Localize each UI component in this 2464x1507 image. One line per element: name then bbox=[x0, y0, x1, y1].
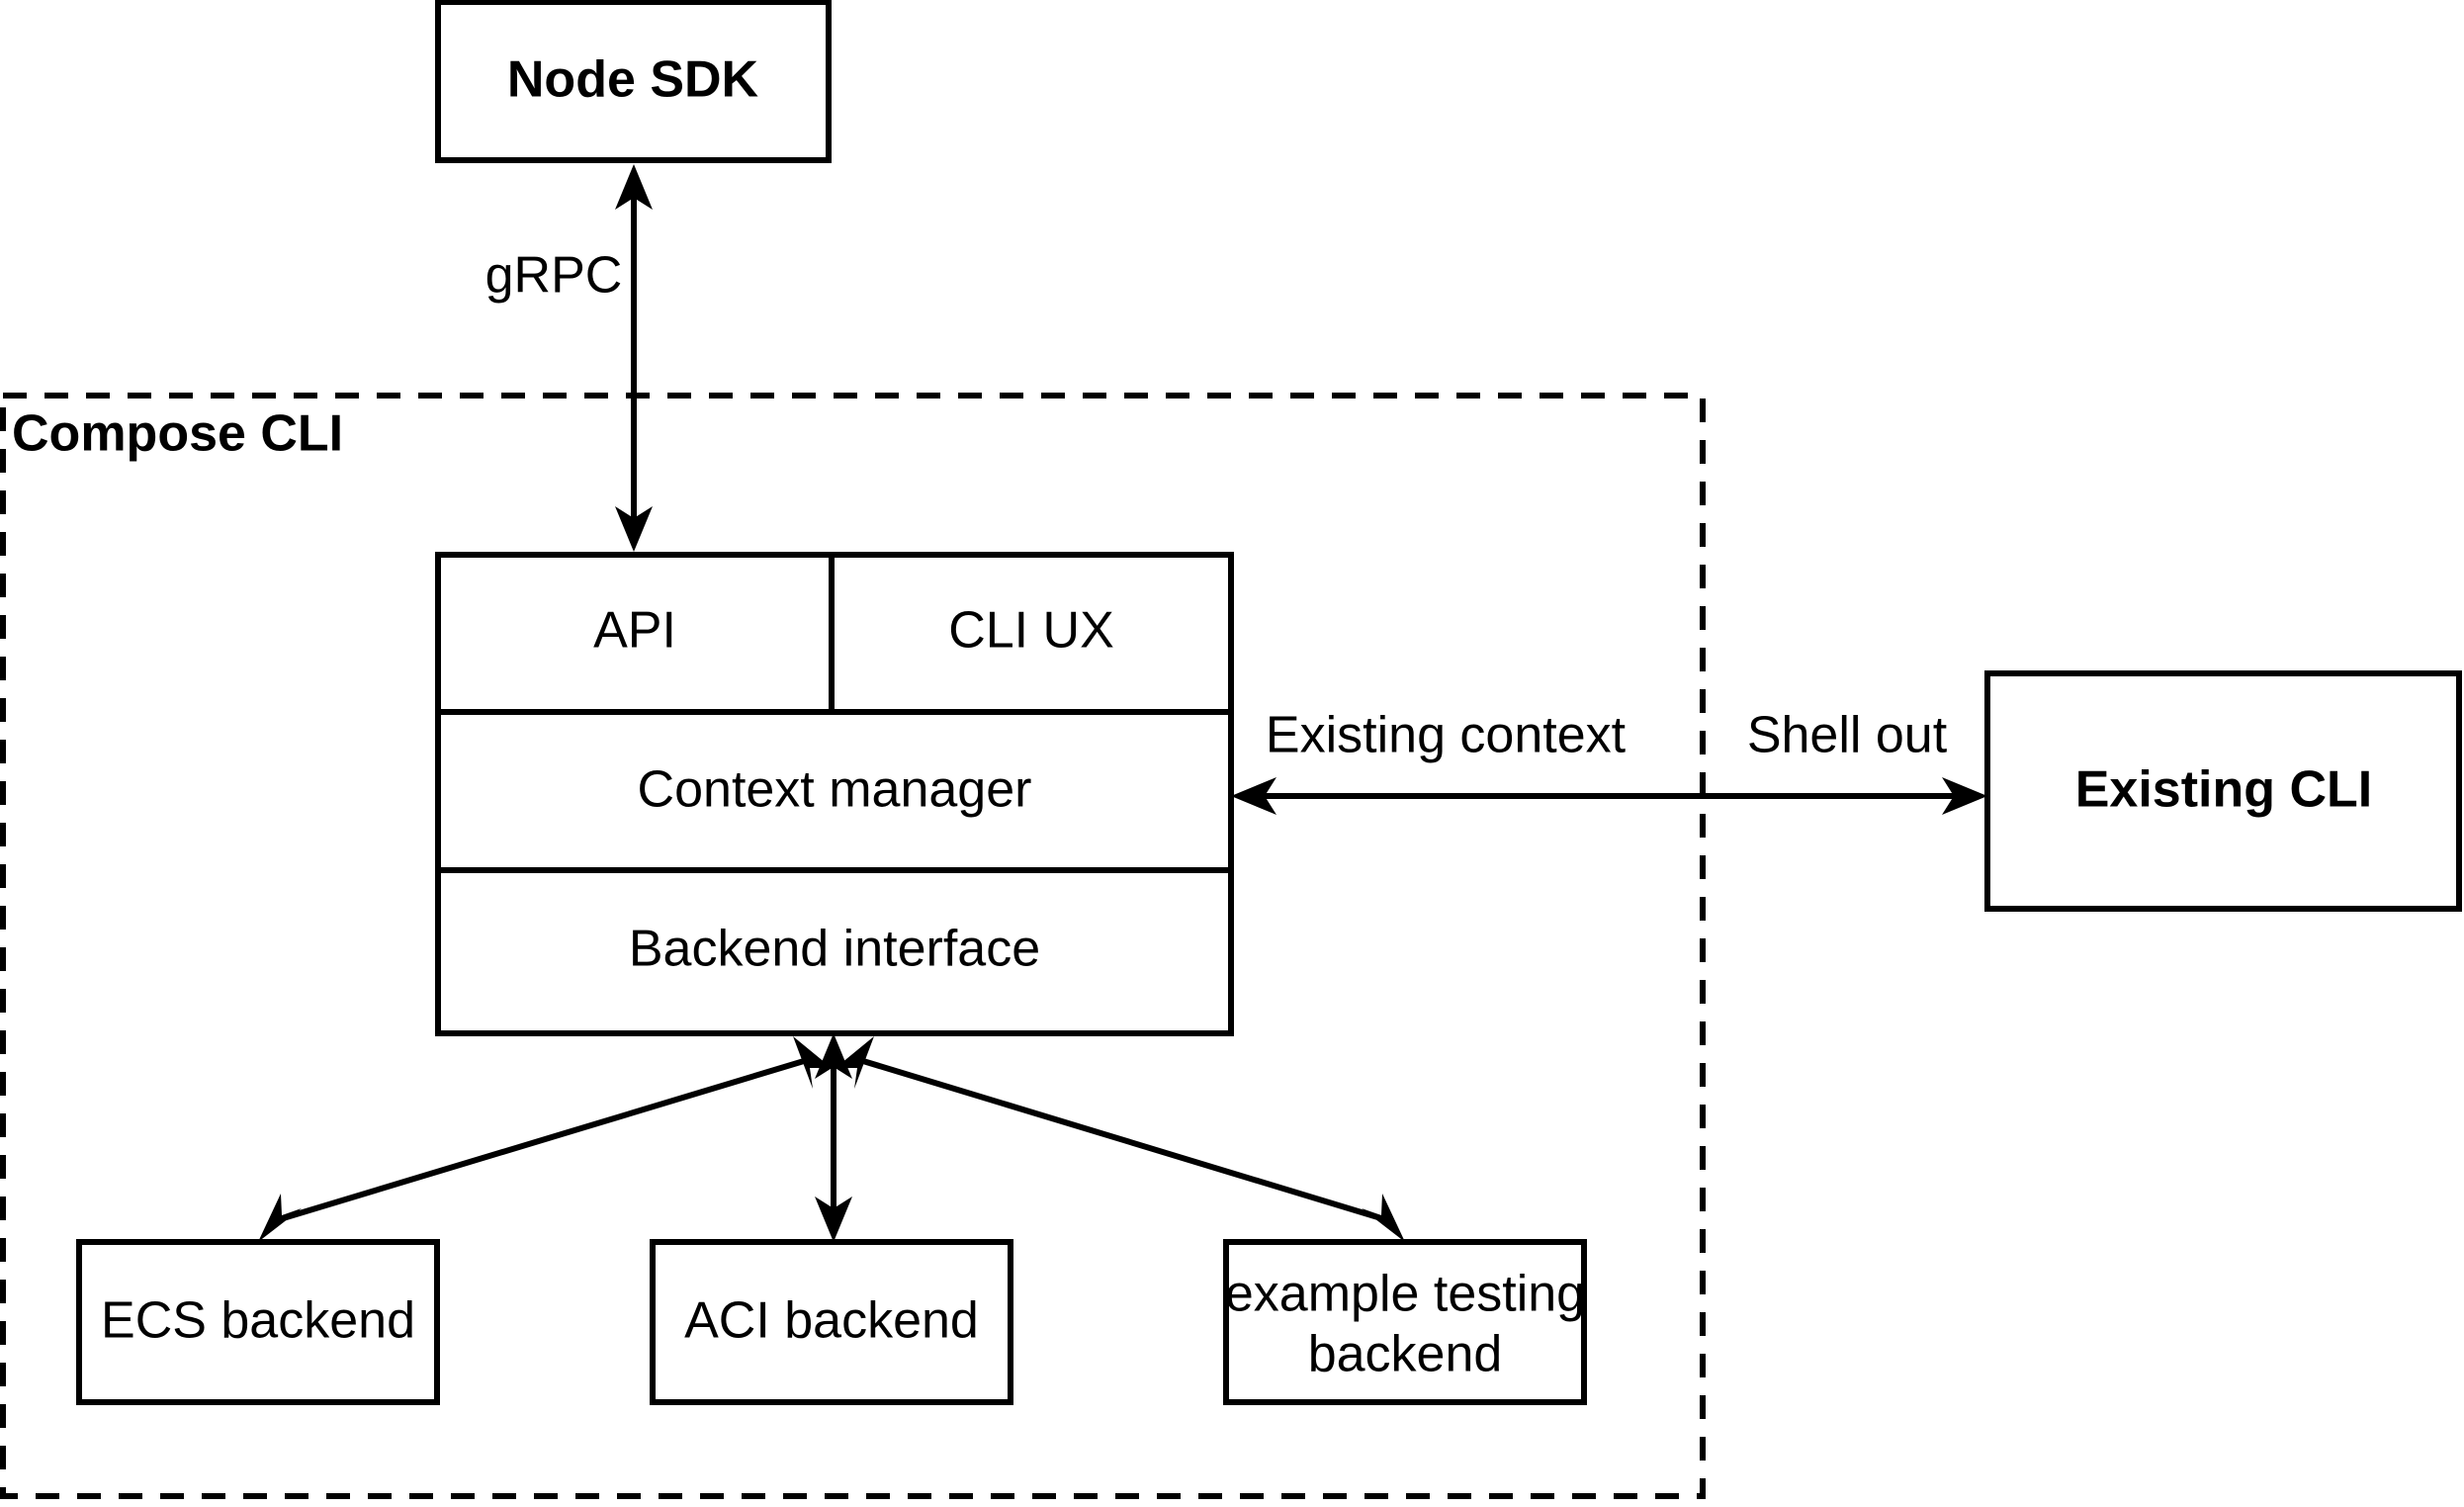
node-label-example-testing-backend-line2: backend bbox=[1308, 1326, 1503, 1383]
edge-example-arrowhead-up bbox=[836, 1036, 874, 1089]
edge-label-existing-context: Existing context bbox=[1266, 707, 1627, 764]
node-ecs-backend[interactable] bbox=[76, 1239, 440, 1405]
edge-example-arrowhead-down bbox=[1362, 1194, 1405, 1242]
node-label-aci-backend: ACI backend bbox=[684, 1292, 979, 1350]
node-aci-backend[interactable] bbox=[650, 1239, 1013, 1405]
node-node-sdk[interactable] bbox=[435, 0, 832, 163]
node-label-node-sdk: Node SDK bbox=[507, 51, 759, 109]
node-label-example-testing-backend-line1: example testing bbox=[1225, 1266, 1585, 1323]
group-compose-cli bbox=[0, 393, 1706, 1499]
edge-grpc-arrowhead-down bbox=[615, 506, 653, 552]
edge-aci-arrowhead-down bbox=[815, 1197, 852, 1242]
edge-existing-context-arrowhead bbox=[1231, 777, 1276, 815]
edge-ecs-arrowhead-up bbox=[793, 1036, 832, 1089]
node-example-testing-backend[interactable] bbox=[1223, 1239, 1587, 1405]
node-label-ecs-backend: ECS backend bbox=[101, 1292, 415, 1350]
group-label-compose-cli: Compose CLI bbox=[12, 405, 343, 463]
edge-ecs-arrowhead-down bbox=[258, 1194, 302, 1242]
edge-ecs-line bbox=[279, 1055, 815, 1222]
edge-grpc-arrowhead-up bbox=[615, 164, 653, 210]
node-existing-cli[interactable] bbox=[1984, 670, 2462, 912]
edge-label-shell-out: Shell out bbox=[1747, 707, 1948, 764]
node-label-cli-ux: CLI UX bbox=[948, 602, 1114, 660]
node-label-api: API bbox=[593, 602, 676, 660]
edge-label-grpc: gRPC bbox=[485, 247, 623, 305]
node-label-existing-cli: Existing CLI bbox=[2075, 761, 2372, 819]
edge-example-line bbox=[852, 1055, 1385, 1222]
edge-shell-out-arrowhead bbox=[1942, 777, 1987, 815]
node-label-backend-interface: Backend interface bbox=[629, 921, 1040, 978]
node-label-context-manager: Context manager bbox=[638, 761, 1032, 819]
